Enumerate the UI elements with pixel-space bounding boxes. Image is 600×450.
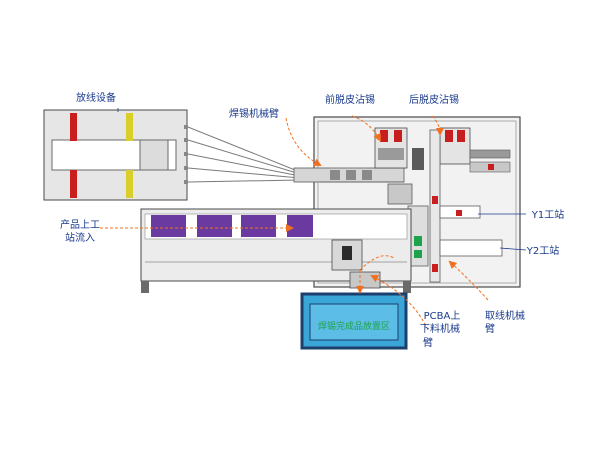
label-product-in-2: 站流入 [65, 231, 95, 244]
label-y2-station: Y2工站 [526, 244, 559, 257]
annotation-arrows [100, 115, 489, 331]
conveyor-belt-segment [197, 215, 232, 237]
conveyor [140, 208, 412, 293]
y-station-pointers [117, 108, 527, 251]
take-wire-arm-column [429, 129, 441, 283]
red-roller-top [70, 113, 77, 141]
conveyor-belt-segment [241, 215, 276, 237]
welding-arm-rail [293, 167, 405, 183]
y-stations [439, 205, 503, 257]
label-pay-off-device: 放线设备 [76, 91, 116, 104]
pay-off-device [43, 109, 188, 201]
label-pcba-2: 下料机械 [420, 322, 460, 335]
label-take-arm-1: 取线机械 [485, 309, 525, 322]
yellow-roller-bottom [126, 170, 133, 198]
wire-bundle [187, 126, 301, 183]
label-pcba-1: PCBA上 [424, 310, 461, 322]
label-product-in-1: 产品上工 [60, 218, 100, 231]
conveyor-belt-segment [287, 215, 313, 237]
conveyor-belt-segment [151, 215, 186, 237]
finished-zone-label: 焊锡完成品放置区 [318, 320, 390, 332]
label-rear-strip: 后脱皮沾锡 [409, 93, 459, 106]
yellow-roller-top [126, 113, 133, 141]
pcba-arm [331, 239, 381, 289]
label-welding-arm: 焊锡机械臂 [229, 107, 279, 120]
label-front-strip: 前脱皮沾锡 [325, 93, 375, 106]
label-y1-station: Y1工站 [531, 208, 564, 221]
label-pcba-3: 臂 [423, 336, 433, 349]
finished-product-tray: 焊锡完成品放置区 [300, 292, 408, 350]
red-roller-bottom [70, 170, 77, 198]
center-mechanism [387, 183, 429, 267]
label-take-arm-2: 臂 [485, 322, 495, 335]
